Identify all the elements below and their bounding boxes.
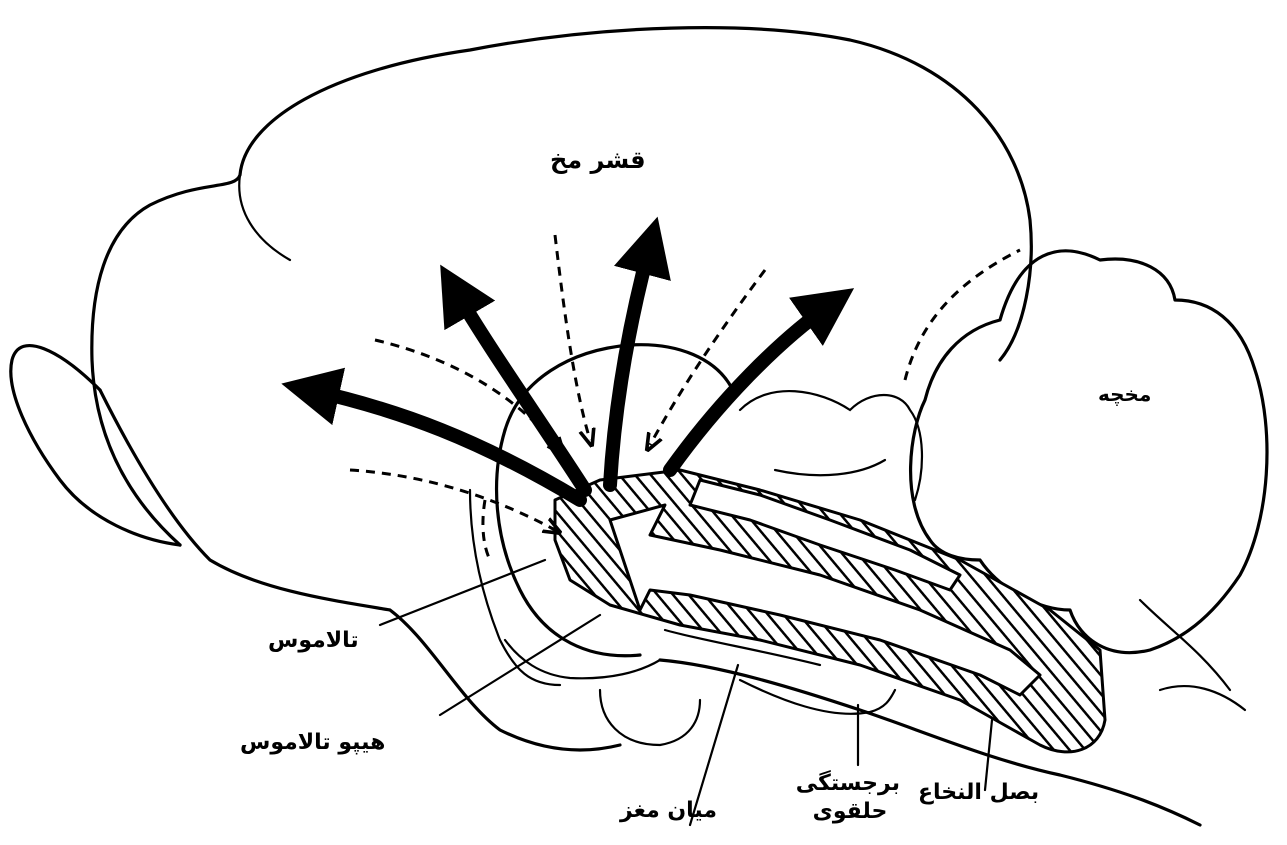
thalamus-label: تالاموس xyxy=(268,630,359,652)
cerebrum-sulcus xyxy=(239,175,290,260)
arrow-to-parietal xyxy=(670,305,830,470)
cerebellum-label: مخچه xyxy=(1098,384,1151,404)
dashed-hypothalamus-line xyxy=(483,500,490,560)
pituitary-outline xyxy=(600,690,700,745)
pons-label: برجستگی حلقوی xyxy=(800,770,900,825)
arrow-to-frontal xyxy=(310,390,580,500)
dashed-arrow-1 xyxy=(350,470,555,530)
dashed-arrow-3 xyxy=(555,235,590,440)
midbrain-label: میان مغز xyxy=(620,800,717,822)
midbrain-fold xyxy=(740,391,922,500)
spinal-tail-line xyxy=(1160,686,1245,710)
hypothalamus-leader xyxy=(440,615,600,715)
cortex-lower-boundary xyxy=(100,390,620,750)
arrow-to-top xyxy=(610,245,650,485)
olfactory-bulb-outline xyxy=(11,346,180,545)
medulla-label: بصل النخاع xyxy=(918,782,1039,804)
cerebellum-fold xyxy=(775,460,885,475)
hypothalamus-label: هیپو تالاموس xyxy=(240,732,385,754)
cerebrum-label: قشر مخ xyxy=(550,148,646,172)
spinal-tail-upper xyxy=(1140,600,1230,690)
